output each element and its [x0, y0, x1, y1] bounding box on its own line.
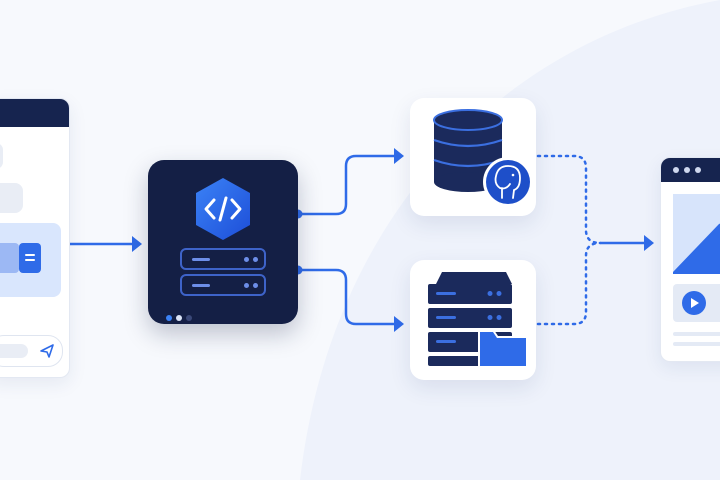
- web-preview-window: [660, 157, 720, 362]
- chat-client-panel: [0, 98, 70, 378]
- database-stack-icon: [433, 109, 533, 207]
- chat-message-input[interactable]: [0, 335, 63, 367]
- document-icon: [19, 243, 41, 273]
- text-line-placeholder: [673, 342, 720, 346]
- edge-server-to-storage: [293, 265, 404, 332]
- carousel-dots: [166, 308, 196, 326]
- chat-header-bar: [0, 99, 69, 127]
- send-icon[interactable]: [38, 342, 56, 360]
- image-placeholder-icon: [673, 194, 720, 274]
- postgres-database-card: [410, 98, 536, 216]
- server-rack-unit: [180, 274, 266, 296]
- folder-icon: [478, 330, 528, 368]
- video-player[interactable]: [673, 284, 720, 322]
- chat-bubble: [0, 183, 23, 213]
- file-icon: [0, 243, 19, 273]
- file-server-icon: [428, 272, 528, 368]
- code-icon: [196, 178, 250, 240]
- chat-attachment-bubble: [0, 223, 61, 297]
- browser-title-bar: [661, 158, 720, 182]
- edge-server-to-database: [293, 148, 404, 219]
- api-server-card: [148, 160, 298, 324]
- text-line-placeholder: [673, 332, 720, 336]
- chat-input-placeholder: [0, 344, 28, 358]
- play-icon[interactable]: [681, 290, 707, 316]
- file-storage-card: [410, 260, 536, 380]
- server-rack-unit: [180, 248, 266, 270]
- chat-bubble: [0, 143, 3, 169]
- edge-storage-merge-to-preview: [536, 154, 654, 326]
- postgresql-elephant-icon: [483, 157, 533, 207]
